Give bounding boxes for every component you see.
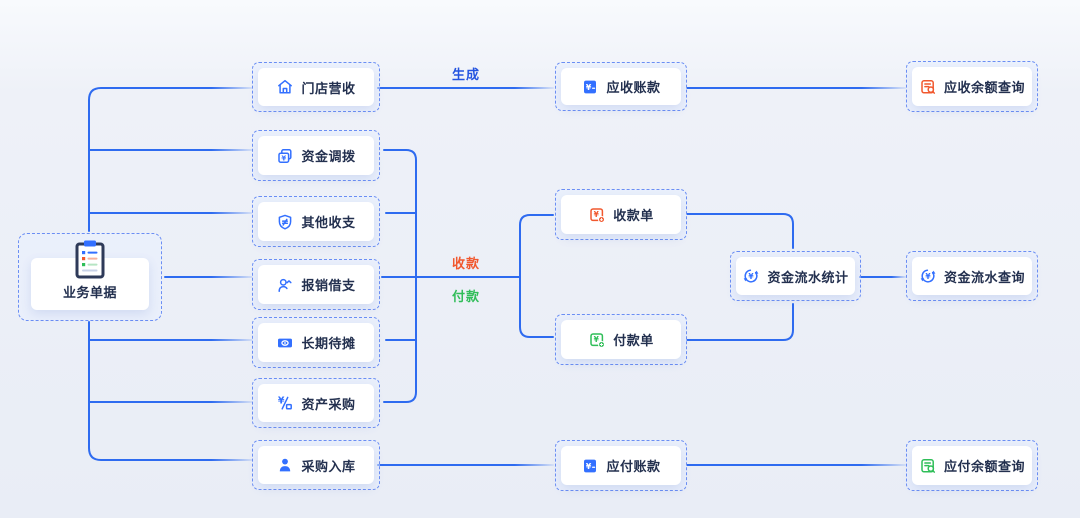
shield-icon (276, 213, 294, 231)
node-label: 业务单据 (62, 285, 117, 300)
node-fund-transfer: ¥ 资金调拨 (252, 130, 380, 181)
edge-label-pay: 付款 (451, 289, 480, 304)
node-label: 付款单 (613, 333, 654, 348)
node-accounts-receivable: ¥ 应收账款 (555, 62, 687, 111)
clipboard-icon (72, 240, 108, 280)
payment-doc-icon: ¥ (588, 331, 606, 349)
svg-text:¥: ¥ (594, 210, 600, 219)
node-label: 资金调拨 (301, 149, 356, 164)
svg-text:¥: ¥ (594, 335, 600, 344)
cycle-yuan-icon: ¥ (742, 267, 760, 285)
node-long-term-deferred: 长期待摊 (252, 317, 380, 368)
node-label: 资产采购 (301, 396, 356, 412)
node-asset-purchase: ¥ 资产采购 (252, 378, 380, 428)
node-reimbursement: 报销借支 (252, 259, 380, 310)
fund-transfer-icon: ¥ (276, 147, 294, 165)
person-caret-icon (276, 276, 294, 294)
yen-box-icon: ¥ (276, 394, 294, 412)
node-label: 应收余额查询 (943, 80, 1025, 95)
node-label: 资金流水统计 (767, 269, 849, 285)
svg-text:¥: ¥ (749, 272, 755, 281)
node-receivable-balance-query: 应收余额查询 (906, 61, 1038, 112)
cycle-yuan-icon: ¥ (919, 267, 937, 285)
svg-text:¥: ¥ (925, 272, 931, 281)
node-payment-voucher: ¥ 付款单 (555, 314, 687, 365)
store-icon (276, 78, 294, 96)
svg-text:¥: ¥ (282, 154, 287, 162)
node-label: 资金流水查询 (943, 269, 1025, 285)
person-filled-icon (276, 456, 294, 474)
node-label: 应付余额查询 (943, 459, 1025, 474)
doc-yuan-icon: ¥ (581, 78, 599, 96)
node-label: 应付账款 (606, 459, 661, 474)
svg-text:¥: ¥ (586, 461, 592, 470)
node-label: 采购入库 (301, 458, 356, 474)
node-label: 长期待摊 (301, 336, 356, 351)
node-receipt-voucher: ¥ 收款单 (555, 189, 687, 240)
node-purchase-inbound: 采购入库 (252, 440, 380, 490)
edge-label-generate: 生成 (451, 67, 480, 82)
doc-yuan-icon: ¥ (581, 457, 599, 475)
node-store-revenue: 门店营收 (252, 62, 380, 112)
node-fund-flow-query: ¥ 资金流水查询 (906, 251, 1038, 301)
node-label: 其他收支 (301, 215, 356, 230)
node-label: 收款单 (613, 208, 654, 223)
node-label: 应收账款 (606, 80, 661, 95)
node-other-income-expense: 其他收支 (252, 196, 380, 247)
svg-text:¥: ¥ (278, 396, 285, 407)
node-payable-balance-query: 应付余额查询 (906, 440, 1038, 491)
doc-search-icon (919, 457, 937, 475)
node-label: 门店营收 (301, 80, 356, 96)
node-business-documents: 业务单据 (18, 233, 162, 321)
svg-text:¥: ¥ (586, 82, 592, 91)
node-fund-flow-stats: ¥ 资金流水统计 (730, 251, 861, 301)
edge-label-receive: 收款 (451, 256, 480, 271)
node-label: 报销借支 (301, 278, 356, 293)
doc-search-icon (919, 78, 937, 96)
receipt-doc-icon: ¥ (588, 206, 606, 224)
node-accounts-payable: ¥ 应付账款 (555, 440, 687, 491)
banknote-eye-icon (276, 334, 294, 352)
